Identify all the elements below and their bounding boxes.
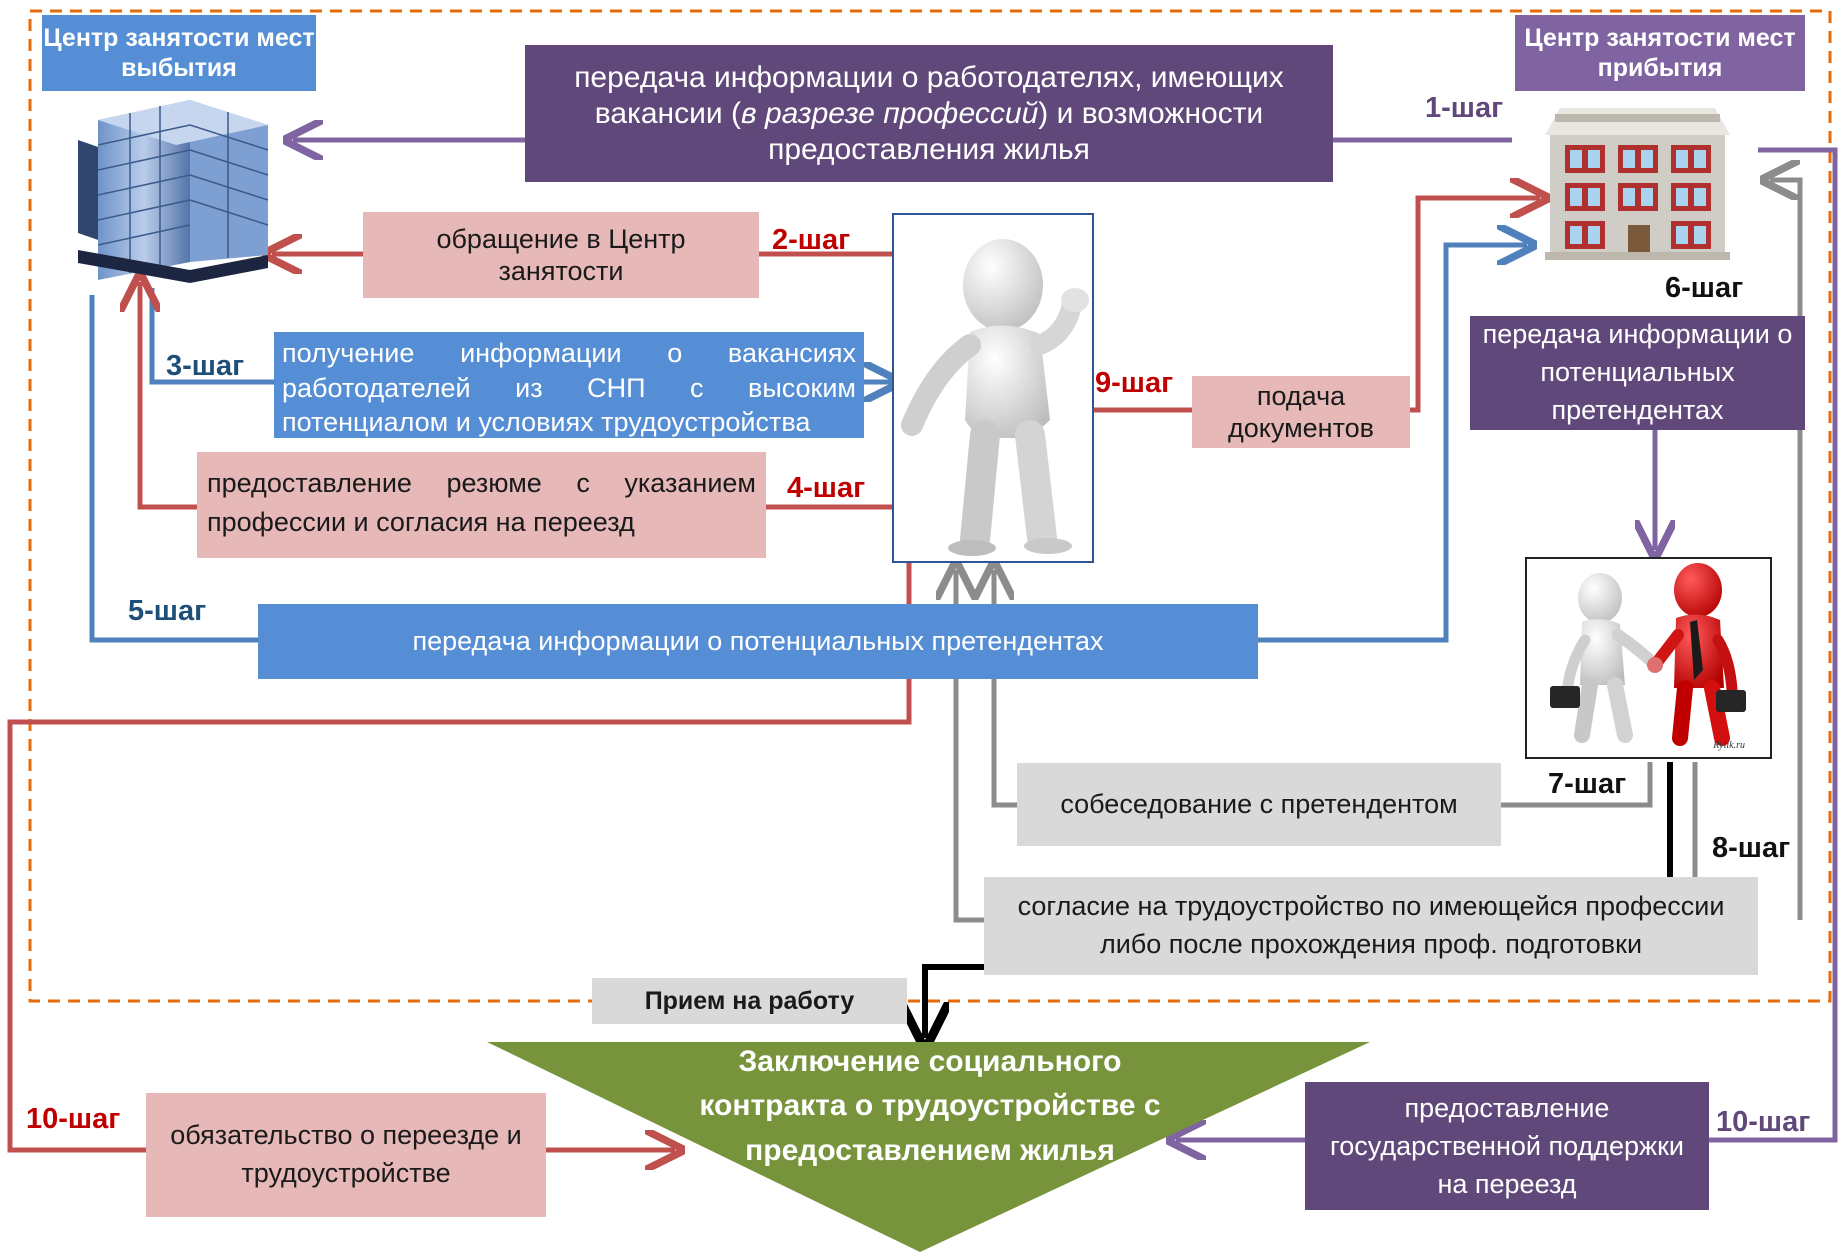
employer-info-text: передача информации о работодателях, име… (574, 60, 1284, 166)
appeal-text: обращение в Центр занятости (436, 223, 686, 286)
header-arrival-center: Центр занятости мест прибытия (1515, 15, 1805, 91)
resume-text: предоставление резюме с указанием профес… (207, 468, 756, 538)
person-figure-icon (901, 239, 1089, 556)
obligation-text: обязательство о переезде и трудоустройст… (170, 1120, 522, 1188)
candidates-right-box: передача информации о потенциальных прет… (1470, 316, 1805, 430)
step9-label: 9-шаг (1095, 367, 1174, 399)
obligation-box: обязательство о переезде и трудоустройст… (146, 1093, 546, 1217)
step5-label: 5-шаг (128, 595, 207, 627)
step4-label: 4-шаг (787, 472, 866, 504)
handshake-icon (1550, 563, 1746, 746)
step8-label: 8-шаг (1712, 832, 1791, 864)
step7-label: 7-шаг (1548, 768, 1627, 800)
candidates-transfer-box: передача информации о потенциальных прет… (258, 604, 1258, 679)
contract-box: Заключение социального контракта о трудо… (680, 1040, 1180, 1220)
step8-return-arrow (1770, 180, 1803, 920)
documents-text: подача документов (1228, 380, 1374, 443)
step6-label: 6-шаг (1665, 272, 1744, 304)
support-text: предоставление государственной поддержки… (1329, 1092, 1685, 1200)
support-box: предоставление государственной поддержки… (1305, 1082, 1709, 1210)
candidates-transfer-text: передача информации о потенциальных прет… (412, 626, 1104, 657)
dashed-frame (28, 9, 1832, 1003)
consent-text: согласие на трудоустройство по имеющейся… (1017, 891, 1725, 959)
step10-right-label: 10-шаг (1716, 1106, 1811, 1138)
contract-text: Заключение социального контракта о трудо… (699, 1045, 1161, 1167)
step5-arrow (89, 245, 1527, 643)
vacancy-info-box: получение информации о вакансиях работод… (274, 332, 864, 438)
step3-label: 3-шаг (166, 350, 245, 382)
hiring-box: Прием на работу (592, 978, 907, 1024)
step1-label: 1-шаг (1425, 92, 1504, 124)
header-departure-center: Центр занятости мест выбытия (42, 15, 316, 91)
documents-box: подача документов (1192, 376, 1410, 448)
resume-box: предоставление резюме с указанием профес… (197, 452, 766, 558)
hiring-text: Прием на работу (644, 987, 855, 1015)
office-building-icon (78, 100, 269, 283)
watermark: Rylik.ru (1712, 740, 1745, 751)
step10-left-label: 10-шаг (26, 1103, 121, 1135)
government-building-icon (1545, 108, 1730, 260)
employer-info-box: передача информации о работодателях, име… (525, 45, 1333, 182)
interview-box: собеседование с претендентом (1017, 763, 1501, 846)
interview-text: собеседование с претендентом (1060, 789, 1458, 820)
header-arrival-label: Центр занятости мест прибытия (1524, 24, 1796, 82)
appeal-box: обращение в Центр занятости (363, 212, 759, 298)
vacancy-info-text: получение информации о вакансиях работод… (282, 338, 856, 438)
consent-box: согласие на трудоустройство по имеющейся… (984, 877, 1758, 975)
header-departure-label: Центр занятости мест выбытия (43, 24, 315, 82)
contract-triangle (487, 1042, 1370, 1252)
step2-label: 2-шаг (772, 224, 851, 256)
candidates-right-text: передача информации о потенциальных прет… (1482, 319, 1793, 425)
